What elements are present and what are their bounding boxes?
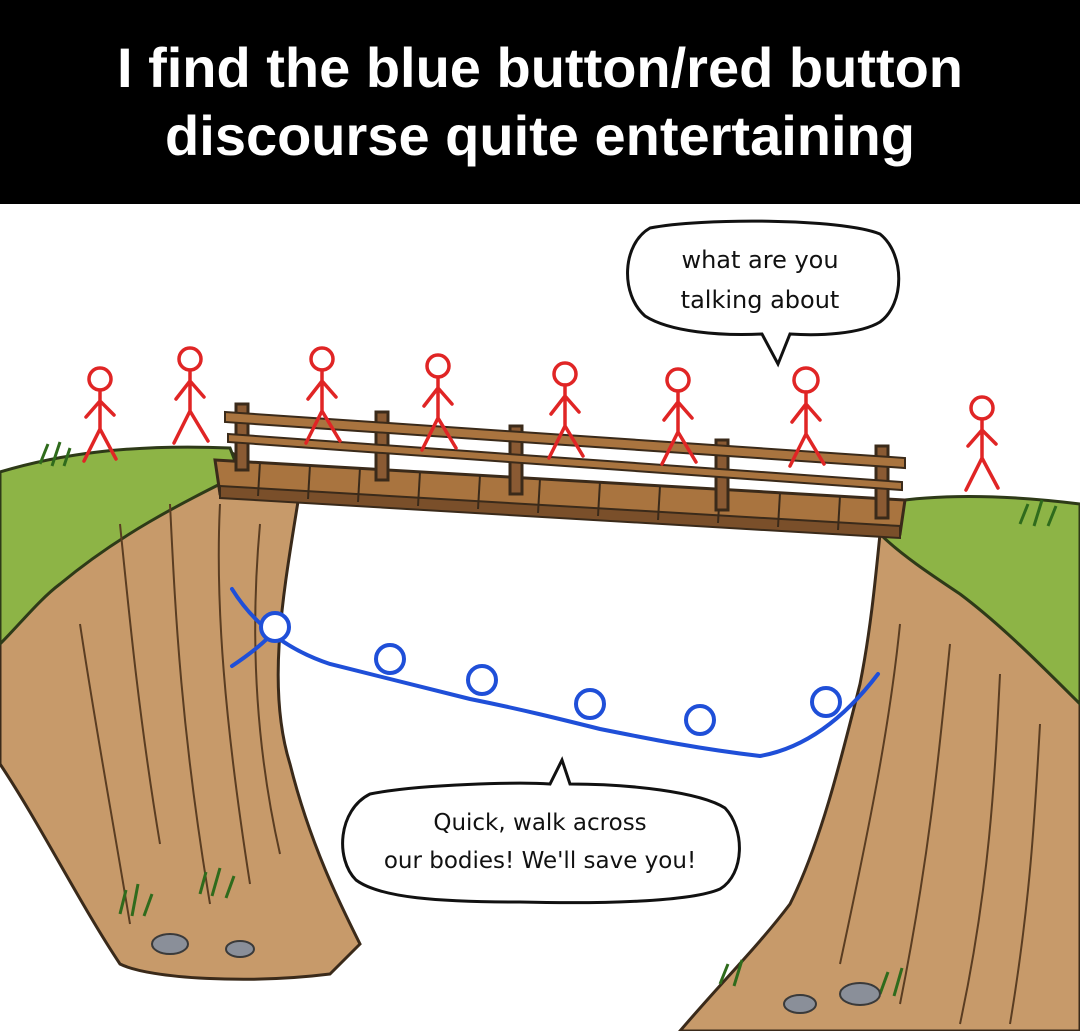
speech-bubble-top-line2: talking about xyxy=(681,286,840,314)
speech-bubble-top-line1: what are you xyxy=(681,246,838,274)
caption-text: I find the blue button/red button discou… xyxy=(116,36,964,167)
right-cliff xyxy=(678,495,1080,1031)
comic-illustration: what are you talking about Quick, walk a… xyxy=(0,219,1080,1031)
blue-human-chain xyxy=(230,587,880,759)
speech-bubble-bottom: Quick, walk across our bodies! We'll sav… xyxy=(341,756,741,905)
caption-bar: I find the blue button/red button discou… xyxy=(0,0,1080,204)
speech-bubble-top: what are you talking about xyxy=(626,219,901,368)
red-walkers xyxy=(82,346,1000,492)
red-walker xyxy=(964,395,1000,492)
speech-bubble-bottom-line2: our bodies! We'll save you! xyxy=(384,848,696,874)
blue-figure-head xyxy=(259,611,291,643)
blue-figure-head xyxy=(684,704,716,736)
red-walker xyxy=(788,366,826,468)
red-walker xyxy=(82,366,118,463)
blue-figure-head xyxy=(574,688,606,720)
red-walker xyxy=(304,346,342,445)
blue-figure-head xyxy=(810,686,842,718)
red-walker xyxy=(547,361,585,460)
blue-figure-head xyxy=(374,643,406,675)
blue-figure-head xyxy=(466,664,498,696)
left-cliff xyxy=(0,441,362,981)
red-walker xyxy=(660,367,698,466)
speech-bubble-bottom-line1: Quick, walk across xyxy=(433,810,646,836)
red-walker xyxy=(172,346,210,445)
wooden-bridge xyxy=(213,402,907,540)
red-walker xyxy=(420,353,458,452)
